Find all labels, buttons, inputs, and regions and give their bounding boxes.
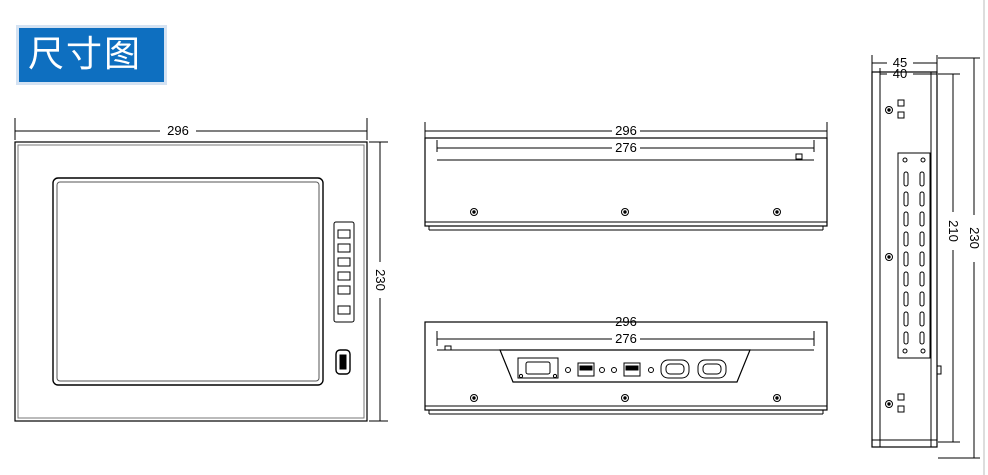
bottom-inner-width-label: 276 bbox=[615, 331, 637, 346]
side-vent-slots bbox=[903, 171, 925, 345]
front-button-5 bbox=[337, 285, 351, 295]
front-view bbox=[14, 118, 388, 422]
side-height-label: 230 bbox=[967, 227, 982, 249]
bottom-led-2 bbox=[599, 367, 605, 373]
top-small-mark bbox=[795, 153, 803, 160]
bottom-width-label: 296 bbox=[615, 314, 637, 329]
bottom-led-1 bbox=[565, 367, 571, 373]
top-screw-2 bbox=[621, 208, 629, 216]
side-inner-depth-label: 40 bbox=[893, 66, 907, 81]
front-button-6 bbox=[337, 305, 351, 315]
front-bezel-inner bbox=[17, 144, 365, 419]
bottom-led-4 bbox=[648, 367, 654, 373]
front-width-label: 296 bbox=[167, 123, 189, 138]
front-screen-inner bbox=[56, 181, 320, 382]
bottom-screw-2 bbox=[621, 394, 629, 402]
front-bezel bbox=[14, 141, 368, 422]
side-view bbox=[871, 55, 980, 459]
top-body bbox=[424, 137, 828, 227]
front-usb-port-inner bbox=[339, 354, 347, 370]
top-screw-1 bbox=[470, 208, 478, 216]
front-button-4 bbox=[337, 271, 351, 281]
bottom-vga-port bbox=[517, 357, 559, 379]
front-screen bbox=[52, 177, 324, 386]
front-button-1 bbox=[337, 229, 351, 239]
bottom-com-port-2 bbox=[697, 359, 727, 379]
side-inner-height-label: 210 bbox=[946, 220, 961, 242]
bottom-usb-port-2 bbox=[623, 362, 641, 377]
top-inner-width-label: 276 bbox=[615, 140, 637, 155]
bottom-com-port-1 bbox=[660, 359, 690, 379]
side-vent-plate bbox=[897, 152, 931, 359]
top-width-label: 296 bbox=[615, 123, 637, 138]
bottom-body bbox=[424, 321, 828, 411]
front-button-3 bbox=[337, 257, 351, 267]
top-screw-3 bbox=[773, 208, 781, 216]
page-title: 尺寸图 bbox=[28, 34, 143, 75]
bottom-usb-port-1 bbox=[577, 362, 595, 377]
front-height-label: 230 bbox=[373, 269, 388, 291]
bottom-io-panel bbox=[499, 349, 751, 383]
front-button-2 bbox=[337, 243, 351, 253]
bottom-view bbox=[424, 321, 828, 415]
front-usb-port bbox=[335, 349, 351, 375]
side-screw-middle bbox=[885, 253, 893, 261]
title-banner: 尺寸图 bbox=[19, 28, 164, 82]
side-screw-bottom bbox=[885, 400, 893, 408]
bottom-led-3 bbox=[611, 367, 617, 373]
bottom-screw-1 bbox=[470, 394, 478, 402]
bottom-screw-3 bbox=[773, 394, 781, 402]
top-view bbox=[424, 122, 828, 231]
front-button-panel bbox=[333, 221, 355, 323]
side-depth-label: 45 bbox=[893, 55, 907, 70]
side-body bbox=[871, 71, 938, 448]
side-screw-top bbox=[885, 106, 893, 114]
